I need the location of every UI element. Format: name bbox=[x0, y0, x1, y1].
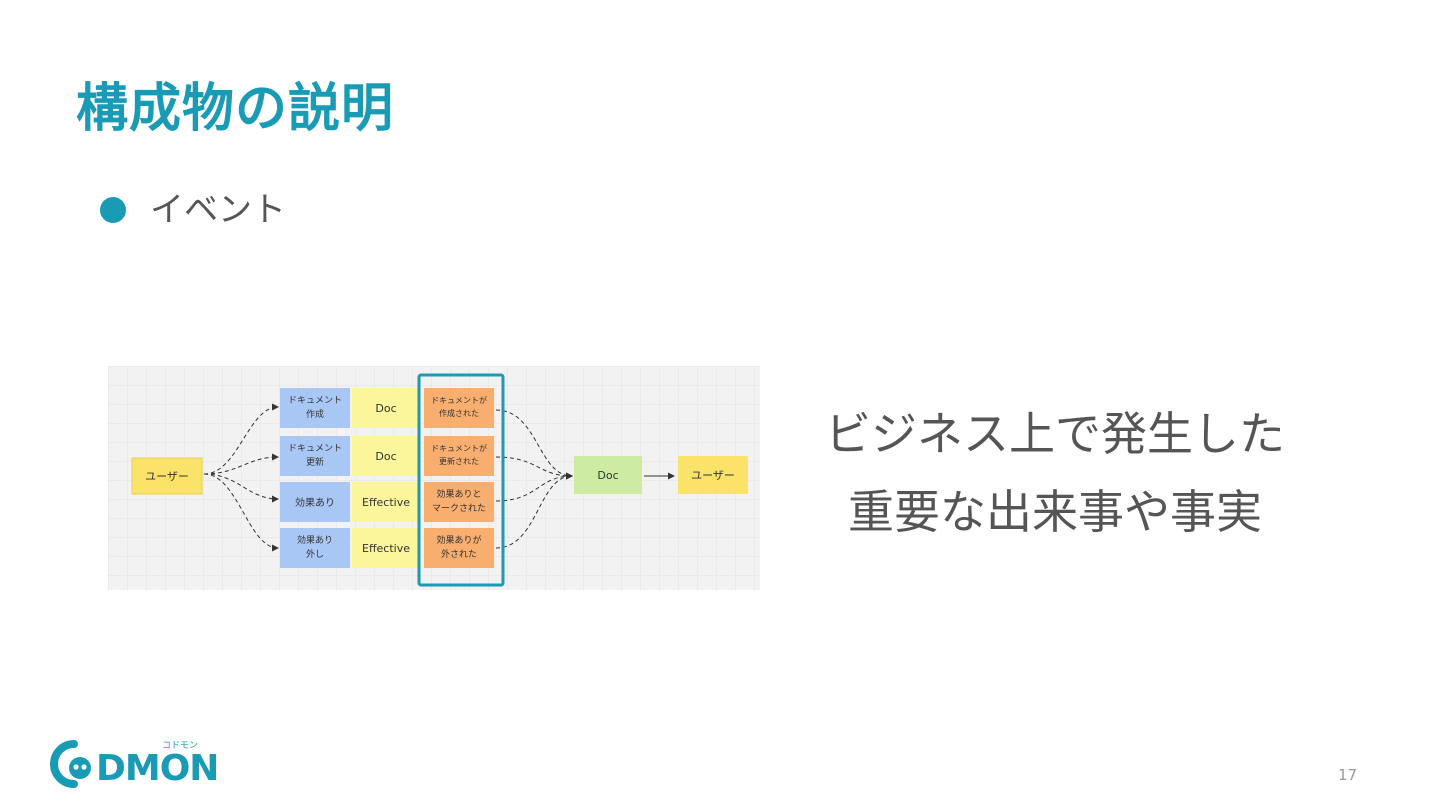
read-model-sticky bbox=[574, 456, 642, 494]
aggregate-label: Effective bbox=[362, 542, 410, 555]
event-sticky bbox=[424, 482, 494, 522]
aggregate-sticky bbox=[352, 482, 420, 522]
command-label: 効果あり bbox=[295, 496, 335, 509]
event-storming-diagram: ユーザー ドキュメント 作成 ドキュメント 更新 効果あり 効果あり 外し Do… bbox=[108, 366, 760, 590]
read-model-label: Doc bbox=[597, 469, 618, 482]
command-sticky bbox=[280, 482, 350, 522]
event-label: 効果ありが bbox=[436, 534, 481, 546]
actor-sticky-left bbox=[131, 457, 203, 495]
svg-text:DMON: DMON bbox=[96, 748, 218, 789]
command-label: 外し bbox=[306, 548, 324, 560]
event-label: 更新された bbox=[439, 456, 479, 466]
page-title: 構成物の説明 bbox=[76, 79, 395, 139]
event-label: 外された bbox=[441, 548, 477, 560]
command-label: ドキュメント bbox=[288, 444, 342, 454]
event-sticky bbox=[424, 436, 494, 476]
command-sticky bbox=[280, 388, 350, 428]
description-line: ビジネス上で発生した bbox=[825, 407, 1285, 461]
event-sticky bbox=[424, 528, 494, 568]
actor-sticky-right bbox=[678, 456, 748, 494]
command-sticky bbox=[280, 436, 350, 476]
command-label: 更新 bbox=[306, 456, 324, 468]
event-highlight-box bbox=[417, 373, 505, 587]
connector-lines bbox=[203, 403, 573, 552]
aggregate-label: Doc bbox=[375, 402, 396, 415]
aggregate-label: Effective bbox=[362, 496, 410, 509]
event-label: ドキュメントが bbox=[431, 443, 487, 453]
event-label: 効果ありと bbox=[436, 488, 481, 500]
command-label: 作成 bbox=[306, 408, 324, 420]
actor-label-right: ユーザー bbox=[691, 469, 735, 482]
bullet-dot-icon bbox=[100, 197, 126, 223]
command-sticky bbox=[280, 528, 350, 568]
bullet-label: イベント bbox=[150, 190, 286, 230]
bullet-item-event: イベント bbox=[100, 188, 286, 232]
description-line: 重要な出来事や事実 bbox=[848, 485, 1262, 539]
event-description: ビジネス上で発生した 重要な出来事や事実 bbox=[800, 395, 1310, 551]
aggregate-sticky bbox=[352, 436, 420, 476]
command-label: ドキュメント bbox=[288, 396, 342, 406]
event-label: マークされた bbox=[432, 503, 486, 514]
codmon-logo: DMON コドモン bbox=[50, 740, 219, 789]
event-sticky bbox=[424, 388, 494, 428]
event-label: ドキュメントが bbox=[431, 395, 487, 405]
actor-label-left: ユーザー bbox=[145, 470, 189, 483]
aggregate-sticky bbox=[352, 528, 420, 568]
command-label: 効果あり bbox=[297, 534, 333, 546]
svg-text:コドモン: コドモン bbox=[162, 741, 198, 751]
aggregate-sticky bbox=[352, 388, 420, 428]
page-number: 17 bbox=[1338, 766, 1358, 784]
aggregate-label: Doc bbox=[375, 450, 396, 463]
event-label: 作成された bbox=[439, 408, 479, 418]
